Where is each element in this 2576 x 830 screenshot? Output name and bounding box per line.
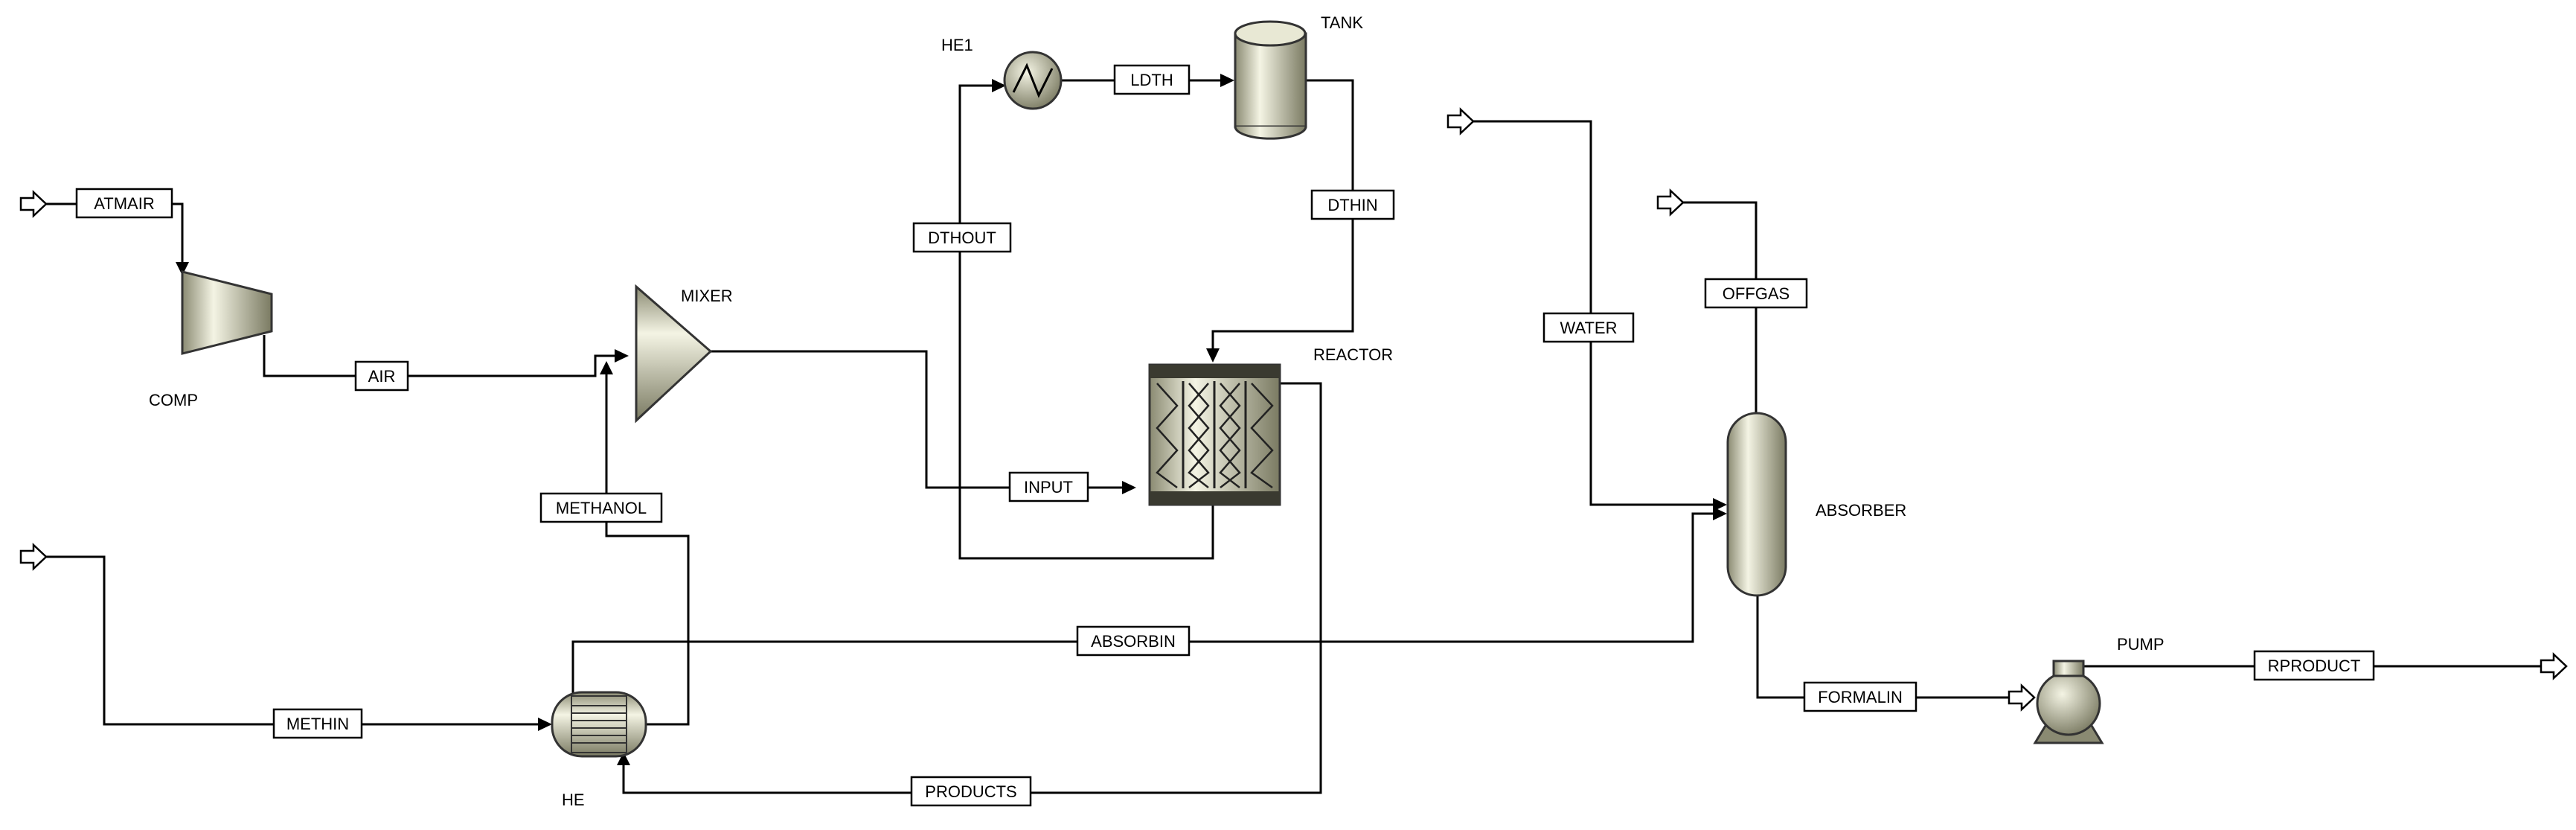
block-label-comp: COMP <box>149 391 198 409</box>
stream-label-products-text: PRODUCTS <box>925 782 1016 801</box>
stream-label-dthin-text: DTHIN <box>1327 196 1377 214</box>
mixer-icon[interactable] <box>635 284 713 424</box>
stream-label-products[interactable]: PRODUCTS <box>910 776 1032 807</box>
heater-icon[interactable] <box>1003 51 1063 110</box>
stream-label-ldth[interactable]: LDTH <box>1113 64 1191 95</box>
arrow-head-icon <box>1220 74 1234 87</box>
feed-arrow-icon[interactable] <box>19 190 48 218</box>
stream-label-formalin[interactable]: FORMALIN <box>1803 681 1917 712</box>
stream-label-atmair-text: ATMAIR <box>94 194 154 213</box>
arrow-head-icon <box>600 361 613 374</box>
stream-label-atmair[interactable]: ATMAIR <box>75 188 173 219</box>
stream-label-absorbin[interactable]: ABSORBIN <box>1076 625 1191 657</box>
stream-methin-line[interactable] <box>46 555 539 726</box>
stream-dthin-line[interactable] <box>1211 79 1354 350</box>
reactor-icon[interactable] <box>1148 363 1281 506</box>
stream-dthout-line[interactable] <box>958 84 1214 560</box>
stream-label-absorbin-text: ABSORBIN <box>1091 632 1176 651</box>
block-label-he: HE <box>562 791 585 809</box>
stream-label-ldth-text: LDTH <box>1130 71 1173 89</box>
stream-products-line[interactable] <box>622 382 1322 794</box>
stream-label-air-text: AIR <box>368 367 396 386</box>
stream-air-line[interactable] <box>263 335 618 377</box>
stream-formalin-line[interactable] <box>1756 596 2009 699</box>
block-label-pump: PUMP <box>2117 635 2165 654</box>
arrow-head-icon <box>176 262 189 275</box>
block-label-he1: HE1 <box>941 36 973 54</box>
stream-methanol-line[interactable] <box>605 372 690 726</box>
block-label-tank: TANK <box>1321 13 1363 32</box>
stream-label-dthin[interactable]: DTHIN <box>1310 189 1395 220</box>
feed-arrow-icon[interactable] <box>19 543 48 571</box>
feed-arrow-icon[interactable] <box>1446 107 1475 135</box>
arrow-head-icon <box>1206 348 1220 363</box>
stream-label-dthout-text: DTHOUT <box>928 229 996 247</box>
arrow-head-icon <box>615 349 629 363</box>
absorber-column-icon[interactable] <box>1726 412 1787 597</box>
stream-label-dthout[interactable]: DTHOUT <box>912 222 1012 253</box>
stream-label-rproduct-text: RPRODUCT <box>2268 657 2361 675</box>
stream-label-input[interactable]: INPUT <box>1008 471 1089 502</box>
feed-arrow-icon[interactable] <box>2008 683 2036 712</box>
stream-label-air[interactable]: AIR <box>354 360 409 392</box>
block-label-reactor: REACTOR <box>1313 345 1393 364</box>
arrow-head-icon <box>992 79 1006 92</box>
stream-label-methin-text: METHIN <box>286 715 349 733</box>
product-arrow-icon[interactable] <box>2540 652 2568 680</box>
stream-label-input-text: INPUT <box>1024 478 1073 497</box>
heat-exchanger-icon[interactable] <box>551 691 647 758</box>
stream-label-methanol-text: METHANOL <box>556 499 647 517</box>
compressor-icon[interactable] <box>181 270 273 355</box>
stream-absorbin-line[interactable] <box>571 512 1715 706</box>
stream-label-water-text: WATER <box>1560 319 1618 337</box>
arrow-head-icon <box>1122 481 1136 494</box>
stream-label-methin[interactable]: METHIN <box>272 708 363 739</box>
arrow-head-icon <box>617 752 630 765</box>
arrow-head-icon <box>1713 507 1727 520</box>
stream-label-offgas-text: OFFGAS <box>1723 284 1790 303</box>
arrow-head-icon <box>538 718 552 731</box>
product-arrow-icon[interactable] <box>1656 188 1685 217</box>
block-label-mixer: MIXER <box>681 287 733 305</box>
stream-label-methanol[interactable]: METHANOL <box>539 492 663 523</box>
tank-icon[interactable] <box>1234 20 1307 140</box>
stream-input-line[interactable] <box>711 350 1124 489</box>
stream-label-formalin-text: FORMALIN <box>1818 688 1903 706</box>
pump-icon[interactable] <box>2033 660 2104 744</box>
stream-label-water[interactable]: WATER <box>1542 312 1635 343</box>
stream-label-offgas[interactable]: OFFGAS <box>1704 278 1808 309</box>
arrow-head-icon <box>1713 498 1727 511</box>
stream-offgas-line[interactable] <box>1683 201 1758 413</box>
stream-label-rproduct[interactable]: RPRODUCT <box>2253 650 2375 681</box>
block-label-absorber: ABSORBER <box>1816 501 1906 520</box>
